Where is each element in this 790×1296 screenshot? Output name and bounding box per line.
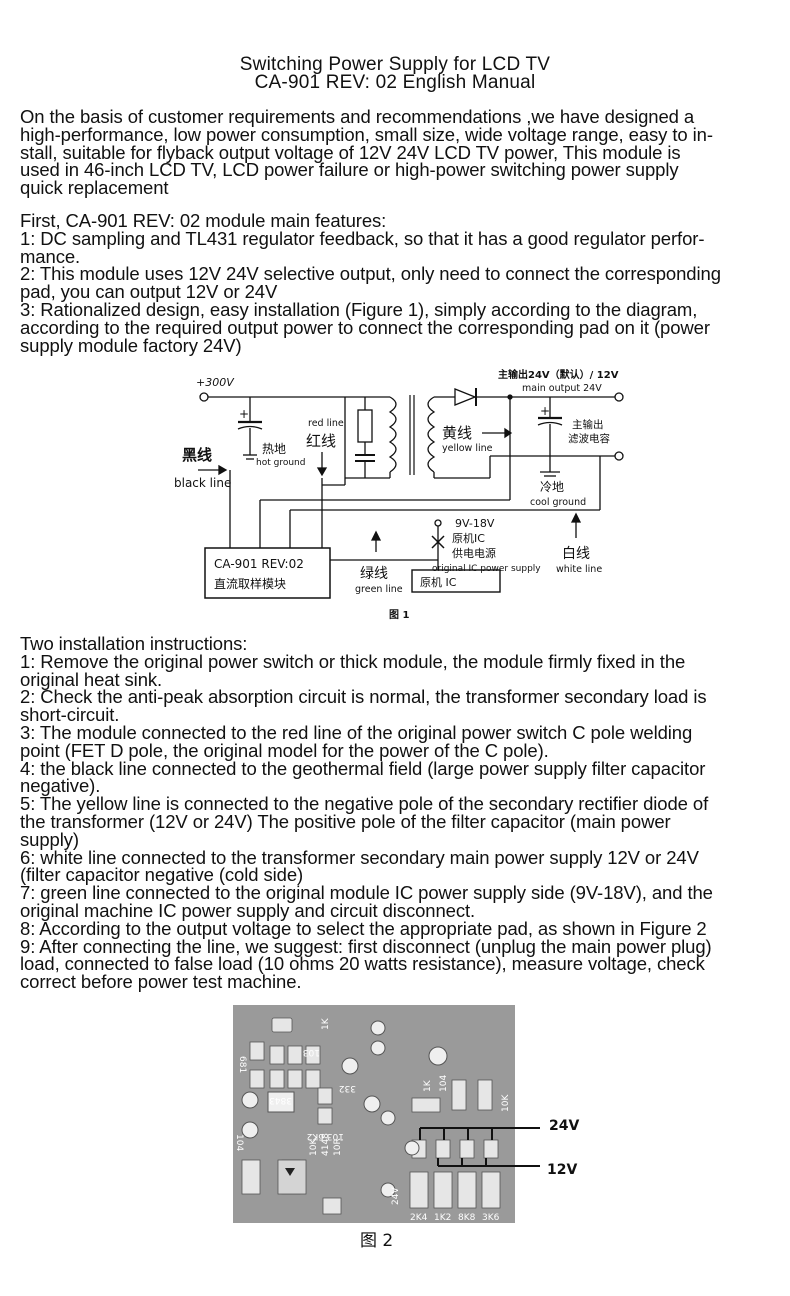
- instruction-line: 1: Remove the original power switch or t…: [20, 650, 686, 672]
- instruction-line: Two installation instructions:: [20, 633, 248, 654]
- ic-supply-cn1-label: 原机IC: [452, 531, 485, 545]
- instruction-line: load, connected to false load (10 ohms 2…: [20, 953, 705, 975]
- pcb-marking: 10K: [501, 1094, 511, 1112]
- pcb-marking: 103: [303, 1047, 320, 1057]
- instruction-line: point (FET D pole, the original model fo…: [20, 739, 549, 761]
- pcb-marking: 104: [234, 1134, 244, 1151]
- module-cn-label: 直流取样模块: [214, 576, 286, 591]
- pcb-marking: 4148: [321, 1133, 331, 1156]
- features-line: mance.: [20, 245, 81, 267]
- pcb-marking: 1K2: [434, 1213, 451, 1223]
- pcb-marking: 8K8: [458, 1213, 476, 1223]
- pcb-marking: 2K4: [410, 1213, 428, 1223]
- intro-paragraph: On the basis of customer requirements an…: [20, 106, 780, 199]
- label-12v: 12V: [547, 1162, 577, 1178]
- svg-text:+: +: [540, 404, 550, 418]
- instruction-line: correct before power test machine.: [20, 971, 302, 993]
- main-output-cn-label: 主输出24V（默认）/ 12V: [498, 368, 619, 381]
- features-line: First, CA-901 REV: 02 module main featur…: [20, 210, 387, 231]
- red-line-cn-label: 红线: [306, 432, 336, 450]
- features-section: First, CA-901 REV: 02 module main featur…: [20, 210, 780, 356]
- white-line-en-label: white line: [556, 564, 602, 575]
- pcb-marking: 104: [439, 1075, 449, 1092]
- features-line: 2: This module uses 12V 24V selective ou…: [20, 263, 721, 285]
- hot-ground-cn-label: 热地: [262, 442, 286, 456]
- intro-line: On the basis of customer requirements an…: [20, 106, 695, 127]
- pcb-marking: 103 6K2: [307, 1131, 344, 1141]
- pcb-marking: 332: [339, 1083, 356, 1093]
- instruction-line: the transformer (12V or 24V) The positiv…: [20, 810, 671, 832]
- hot-ground-en-label: hot ground: [256, 458, 305, 468]
- filter-cap-cn2-label: 滤波电容: [568, 432, 610, 445]
- intro-line: stall, suitable for flyback output volta…: [20, 141, 681, 163]
- filter-cap-cn1-label: 主输出: [572, 418, 604, 431]
- original-ic-label: 原机 IC: [420, 575, 457, 589]
- intro-line: high-performance, low power consumption,…: [20, 123, 713, 145]
- pcb-marking: 1K: [321, 1017, 331, 1030]
- white-line-cn-label: 白线: [562, 546, 590, 562]
- intro-line: quick replacement: [20, 177, 169, 199]
- red-line-en-label: red line: [308, 418, 344, 429]
- title-line-1: Switching Power Supply for LCD TV: [239, 54, 551, 75]
- instruction-line: original machine IC power supply and cir…: [20, 899, 476, 921]
- instruction-line: 2: Check the anti-peak absorption circui…: [20, 686, 707, 708]
- pcb-marking: 10K: [309, 1138, 319, 1156]
- cool-ground-en-label: cool ground: [530, 497, 586, 508]
- intro-line: used in 46-inch LCD TV, LCD power failur…: [20, 159, 679, 181]
- instruction-line: 3: The module connected to the red line …: [20, 721, 693, 743]
- features-line: according to the required output power t…: [20, 316, 710, 338]
- features-line: 3: Rationalized design, easy installatio…: [20, 298, 698, 320]
- label-24v: 24V: [549, 1118, 579, 1134]
- instruction-line: original heat sink.: [20, 668, 163, 690]
- pcb-marking: 10R: [333, 1138, 343, 1156]
- svg-text:+: +: [239, 407, 249, 421]
- instruction-line: 5: The yellow line is connected to the n…: [20, 793, 709, 815]
- figure-2-caption: 图 2: [360, 1231, 393, 1251]
- green-line-cn-label: 绿线: [360, 566, 388, 582]
- black-line-cn-label: 黑线: [182, 446, 212, 464]
- green-line-en-label: green line: [355, 584, 403, 595]
- document-title: Switching Power Supply for LCD TV CA-901…: [0, 54, 790, 93]
- pcb-marking: 3843: [269, 1095, 292, 1105]
- instruction-line: 7: green line connected to the original …: [20, 882, 713, 904]
- black-line-en-label: black line: [174, 476, 231, 490]
- instruction-line: supply): [20, 828, 79, 850]
- figure-1-caption: 图 1: [389, 609, 409, 621]
- ic-supply-cn2-label: 供电电源: [452, 546, 496, 560]
- ic-supply-en-label: original IC power supply: [432, 564, 541, 574]
- yellow-line-cn-label: 黄线: [442, 424, 472, 442]
- pcb-marking: 1K: [423, 1079, 433, 1092]
- pcb-marking: 24V: [391, 1187, 401, 1205]
- pcb-marking: 3K6: [482, 1213, 500, 1223]
- instruction-line: short-circuit.: [20, 704, 120, 726]
- figure-2-pcb-photo: 1K 103 681 332 3843 104 103 6K2 10K 4148…: [233, 1005, 579, 1251]
- features-line: supply module factory 24V): [20, 334, 242, 356]
- instruction-line: 8: According to the output voltage to se…: [20, 917, 707, 939]
- instruction-line: 9: After connecting the line, we suggest…: [20, 935, 712, 957]
- instruction-line: (filter capacitor negative (cold side): [20, 864, 304, 886]
- cool-ground-cn-label: 冷地: [540, 480, 564, 494]
- instruction-line: 6: white line connected to the transform…: [20, 846, 699, 868]
- features-line: pad, you can output 12V or 24V: [20, 281, 278, 303]
- instruction-line: 4: the black line connected to the geoth…: [20, 757, 706, 779]
- main-output-en-label: main output 24V: [522, 383, 602, 394]
- module-name-label: CA-901 REV:02: [214, 557, 304, 571]
- yellow-line-en-label: yellow line: [442, 443, 493, 454]
- instructions-section: Two installation instructions: 1: Remove…: [20, 633, 780, 993]
- title-line-2: CA-901 REV: 02 English Manual: [254, 72, 536, 93]
- ic-supply-voltage-label: 9V-18V: [455, 517, 495, 530]
- instruction-line: negative).: [20, 775, 101, 797]
- figure-1-wiring-diagram: +300V + 热地 hot ground 主输出24V（默认）/ 12V ma…: [174, 368, 624, 621]
- pcb-marking: 681: [237, 1056, 247, 1073]
- features-line: 1: DC sampling and TL431 regulator feedb…: [20, 227, 705, 249]
- v300-label: +300V: [196, 376, 235, 389]
